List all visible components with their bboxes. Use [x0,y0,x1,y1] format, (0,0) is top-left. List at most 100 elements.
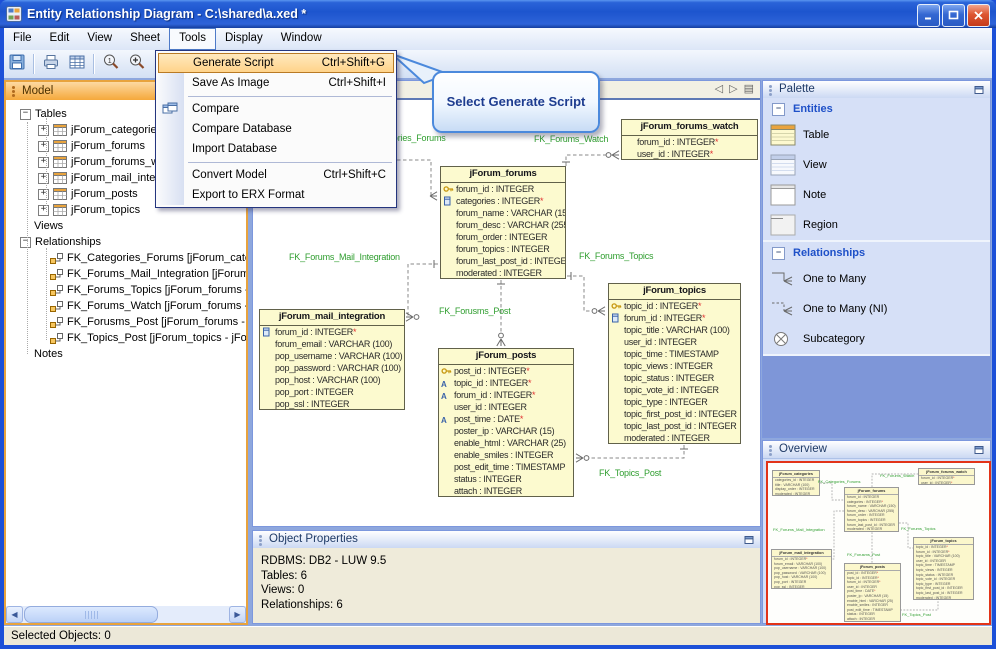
tree-item-fk-categories-forums[interactable]: FK_Categories_Forums [jForum_categories … [6,250,246,266]
tree-item-jforum-forums-watch[interactable]: +jForum_forums_watch [6,154,246,170]
overview-label-fk-forums-topics: FK_Forums_Topics [901,526,936,531]
expand-icon[interactable]: + [38,172,49,184]
callout-text: Select Generate Script [446,94,586,110]
entity-field: forum_desc : VARCHAR (255) [847,508,895,513]
tree-item-fk-forums-topics[interactable]: FK_Forums_Topics [jForum_forums - jForum… [6,282,246,298]
float-panel-icon[interactable] [743,534,755,545]
required-marker: * [532,390,536,400]
expand-icon[interactable]: + [38,140,49,152]
palette-item-subcategory[interactable]: Subcategory [763,324,990,354]
entity-field: post_time : DATE* [847,589,876,594]
close-button[interactable] [967,4,990,27]
scroll-right-button[interactable]: ▶ [229,606,246,623]
palette-item-one-to-many-ni[interactable]: One to Many (NI) [763,294,990,324]
entity-field: status : INTEGER [454,474,522,484]
expand-icon[interactable]: + [38,188,49,200]
overview-header[interactable]: Overview [763,441,990,459]
relationship-label-fk-forusms-post[interactable]: FK_Forusms_Post [439,306,511,316]
tree-item-jforum-posts[interactable]: +jForum_posts [6,186,246,202]
title-bar[interactable]: Entity Relationship Diagram - C:\shared\… [0,0,996,28]
tree-item-jforum-topics[interactable]: +jForum_topics [6,202,246,218]
tree-item-tables[interactable]: −Tables [6,106,246,122]
tree-item-label: Notes [34,348,63,360]
menu-item-shortcut: Ctrl+Shift+G [321,57,385,69]
relationship-label-fk-topics-post[interactable]: FK_Topics_Post [599,468,662,478]
zoom-in-button[interactable] [125,52,149,76]
print-button[interactable] [39,52,63,76]
tree-item-fk-forusms-post[interactable]: FK_Forusms_Post [jForum_forums - jForum_… [6,314,246,330]
next-sheet-icon[interactable]: ▷ [729,83,738,95]
panel-grip-icon [769,85,772,88]
tree-item-jforum-categories[interactable]: +jForum_categories [6,122,246,138]
panel-grip-icon [769,445,772,448]
menubar-item-display[interactable]: Display [225,32,263,44]
zoom-actual-button[interactable]: 1 [99,52,123,76]
sheet-list-icon[interactable]: ▤ [743,83,754,95]
relationship-label-fk-forums-topics[interactable]: FK_Forums_Topics [579,251,654,261]
tree-item-fk-forums-mail-integration[interactable]: FK_Forums_Mail_Integration [jForum_forum… [6,266,246,282]
collapse-icon[interactable]: − [20,108,31,120]
entity-title: jForum_forums [441,167,565,183]
entity-field: topic_first_post_id : INTEGER [916,586,963,591]
entity-field: forum_last_post_id : INTEGER [847,522,896,527]
menu-item-compare-database[interactable]: Compare Database [156,119,396,139]
collapse-section-icon[interactable]: − [772,103,785,116]
expand-icon[interactable]: + [38,156,49,168]
menubar-item-edit[interactable]: Edit [49,32,70,44]
entity-field: forum_name : VARCHAR (150) [456,208,565,218]
relationship-label-fk-forums-watch[interactable]: FK_Forums_Watch [534,134,609,144]
menu-icon-gutter [158,53,184,205]
expand-icon[interactable]: + [38,124,49,136]
palette-item-table[interactable]: Table [763,120,990,150]
menu-item-compare[interactable]: Compare [156,99,396,119]
palette-item-one-to-many[interactable]: One to Many [763,264,990,294]
idx-icon: A [441,392,447,401]
palette-item-note[interactable]: Note [763,180,990,210]
maximize-button[interactable] [942,4,965,27]
collapse-icon[interactable]: − [20,236,31,248]
save-button[interactable] [5,52,29,76]
minimize-button[interactable] [917,4,940,27]
entity-field: topic_last_post_id : INTEGER [624,421,737,431]
entity-field: pop_password : VARCHAR (100) [275,363,401,373]
grid-button[interactable] [65,52,89,76]
pk-icon [441,366,452,377]
menubar-item-window[interactable]: Window [280,32,322,44]
float-panel-icon[interactable] [973,84,985,95]
tree-item-views[interactable]: Views [6,218,246,234]
expand-icon[interactable]: + [38,204,49,216]
relationship-label-fk-forums-mail-integration[interactable]: FK_Forums_Mail_Integration [289,252,400,262]
tree-item-notes[interactable]: Notes [6,346,246,362]
object-properties-header[interactable]: Object Properties [253,531,760,549]
previous-sheet-icon[interactable]: ◁ [714,83,724,95]
entity-field: forum_topics : INTEGER [456,244,550,254]
menubar-item-file[interactable]: File [13,32,32,44]
palette-header[interactable]: Palette [763,81,990,99]
tree-item-relationships[interactable]: −Relationships [6,234,246,250]
collapse-section-icon[interactable]: − [772,247,785,260]
tree-item-jforum-forums[interactable]: +jForum_forums [6,138,246,154]
float-panel-icon[interactable] [973,444,985,455]
menu-item-import-database[interactable]: Import Database [156,139,396,159]
menubar-item-view[interactable]: View [87,32,113,44]
relationship-label-fk-categories-forums[interactable]: FK_Categories_Forums [354,133,446,143]
palette-item-view[interactable]: View [763,150,990,180]
tree-item-fk-forums-watch[interactable]: FK_Forums_Watch [jForum_forums - jForum_… [6,298,246,314]
scroll-left-button[interactable]: ◀ [6,606,23,623]
palette-item-region[interactable]: Region [763,210,990,240]
menu-item-export-to-erx-format[interactable]: Export to ERX Format [156,185,396,205]
scrollbar-thumb[interactable] [24,606,158,623]
menubar-item-tools[interactable]: Tools [169,28,216,50]
tree-item-fk-topics-post[interactable]: FK_Topics_Post [jForum_topics - jForum_p… [6,330,246,346]
menubar-item-sheet[interactable]: Sheet [130,32,161,44]
